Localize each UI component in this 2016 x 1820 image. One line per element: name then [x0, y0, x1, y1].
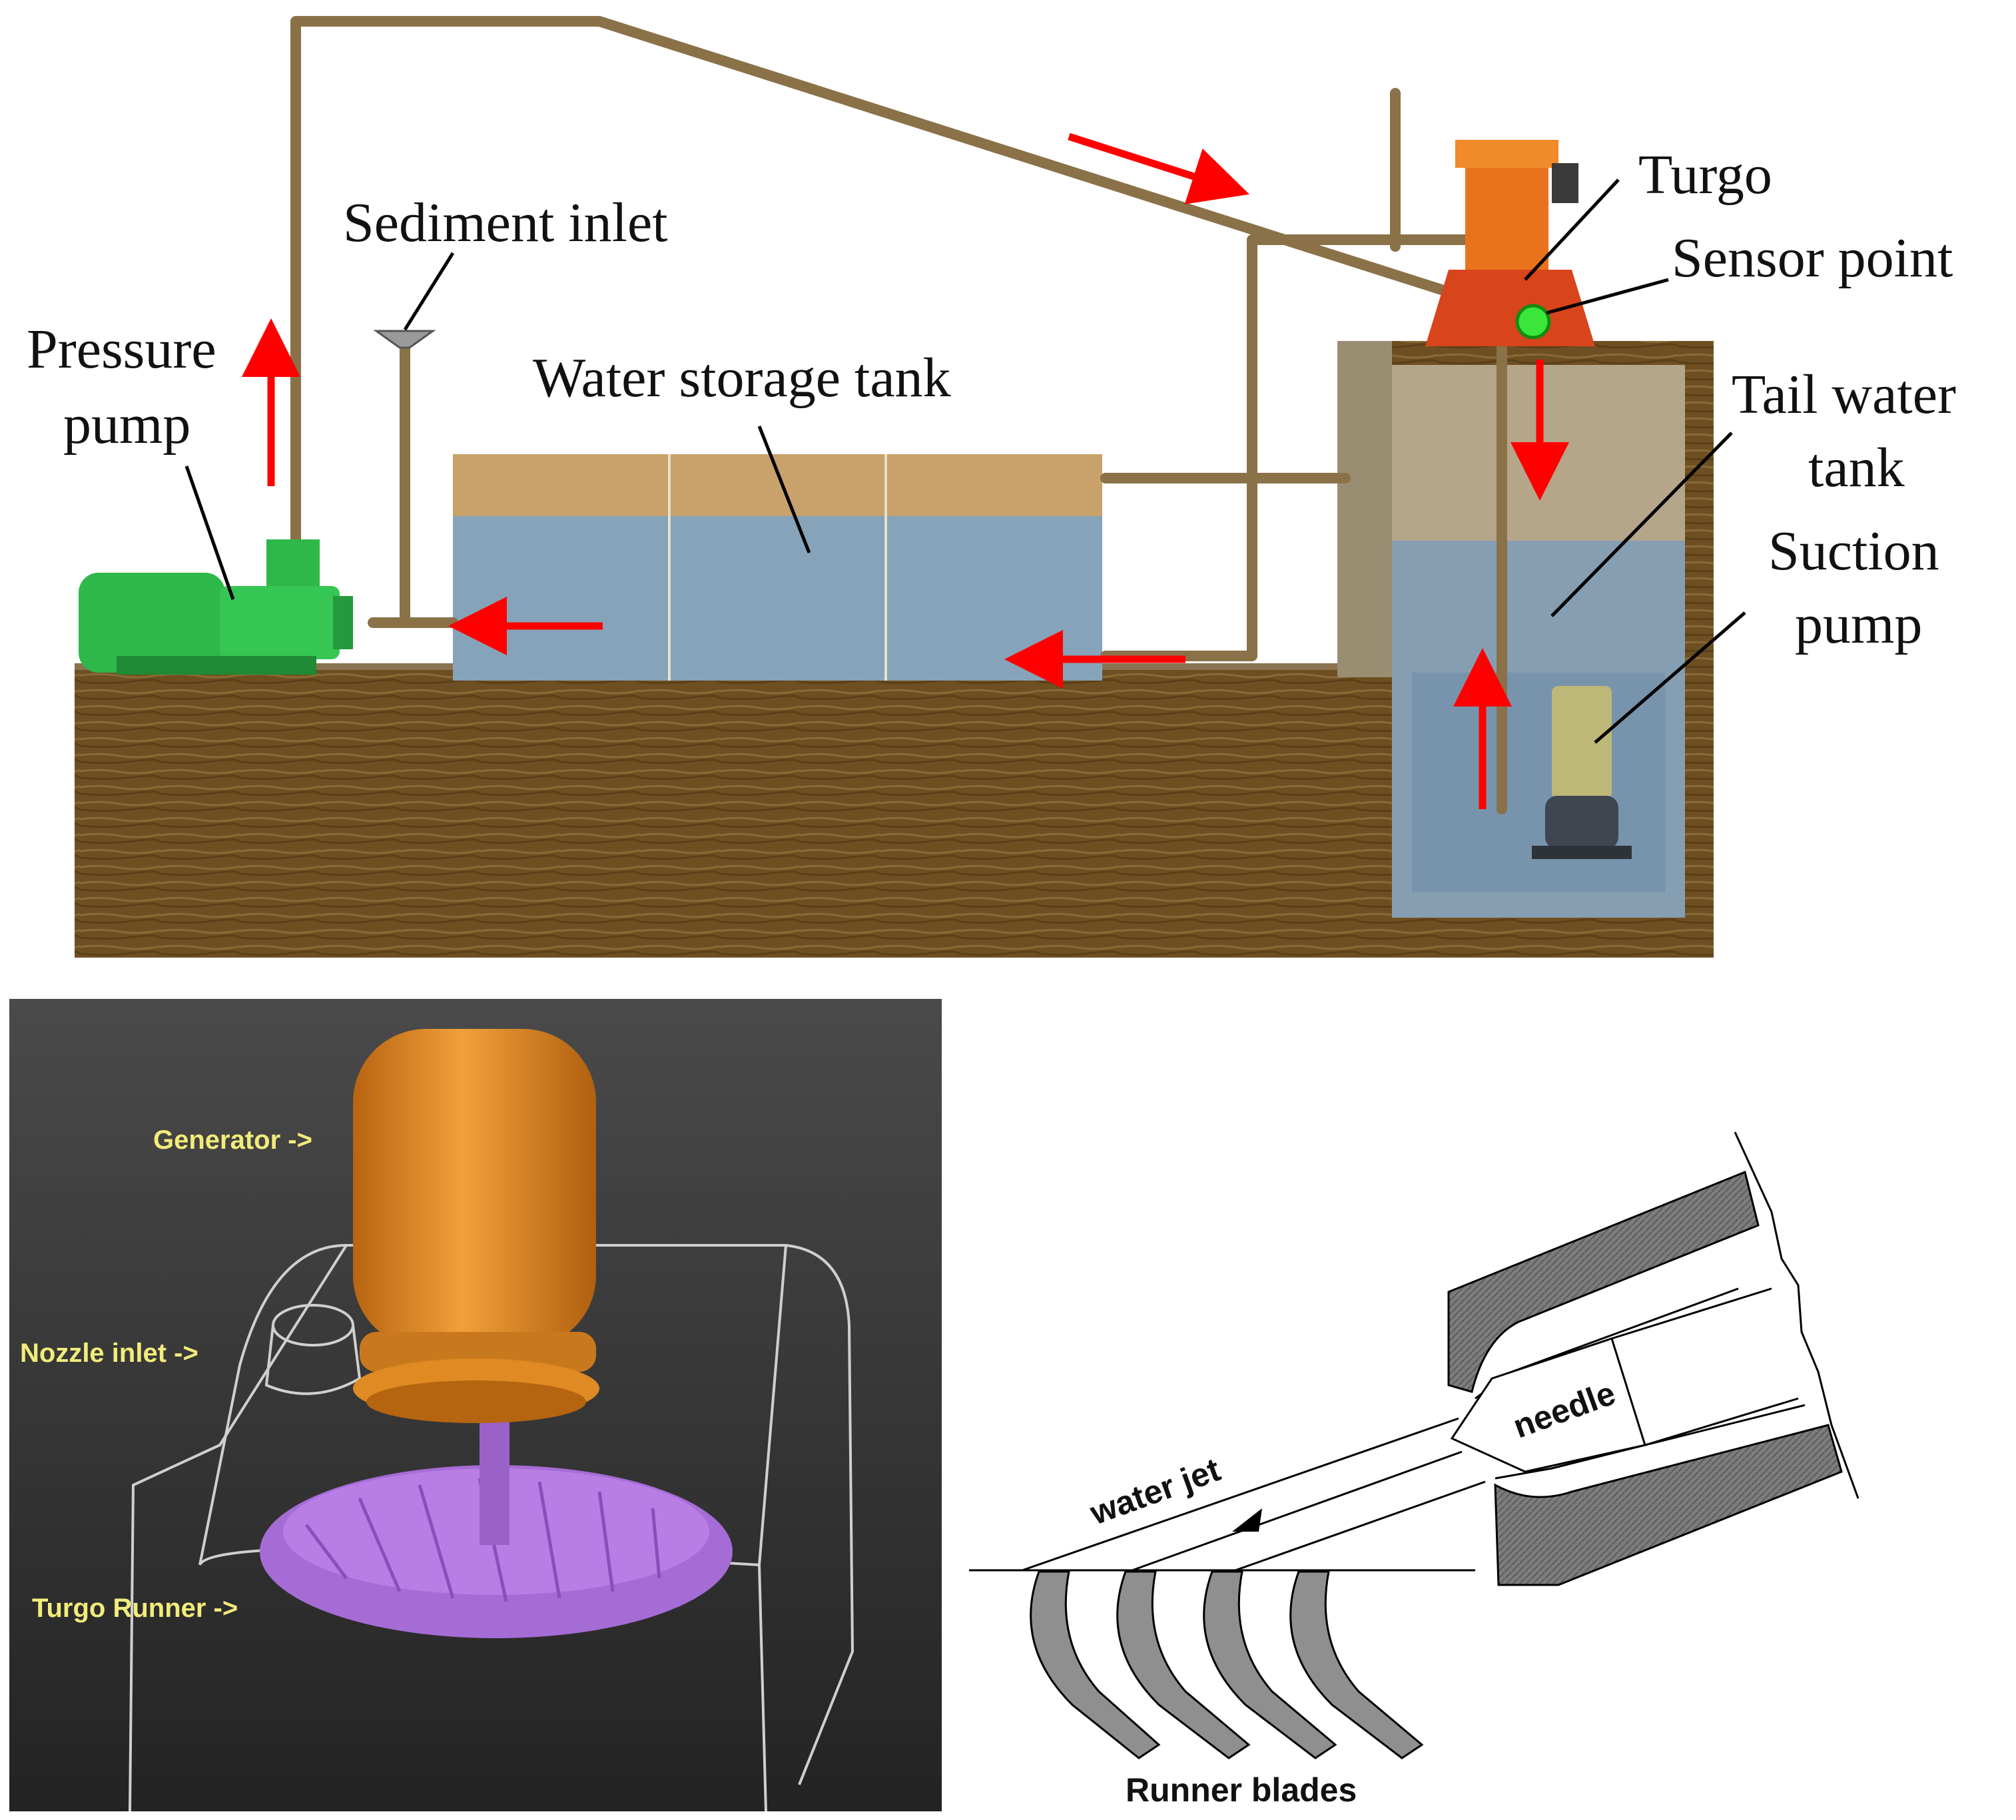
label-sediment-inlet: Sediment inlet [343, 192, 668, 254]
label-turgo-runner: Turgo Runner -> [32, 1594, 238, 1623]
water-jet-upper [1022, 1417, 1459, 1572]
label-turgo: Turgo [1638, 144, 1772, 206]
label-suction-pump-1: Suction [1768, 520, 1939, 582]
water-jet-lower [1235, 1480, 1486, 1572]
label-water-jet: water jet [1085, 1450, 1225, 1532]
label-suction-pump-2: pump [1795, 593, 1922, 655]
label-tail-water-2: tank [1808, 437, 1905, 499]
label-pressure-pump-2: pump [63, 394, 190, 455]
needle-shape [1450, 1337, 1646, 1473]
shaft [480, 1412, 509, 1545]
flow-arrows [242, 133, 1569, 809]
label-nozzle-inlet: Nozzle inlet -> [20, 1339, 198, 1368]
turbine-render: Generator -> Nozzle inlet -> Turgo Runne… [9, 999, 942, 1812]
pipework [290, 16, 1507, 814]
nozzle-wall-upper [1447, 1170, 1760, 1393]
jet-direction-arrow [1232, 1508, 1262, 1532]
water-jet-mid [1132, 1450, 1463, 1572]
flow-arrow-pressure-pipe [1068, 133, 1249, 204]
tail-water-tank [1337, 341, 1714, 958]
pressure-pipe [290, 16, 1457, 551]
sensor-point-marker [1515, 304, 1551, 340]
water-storage-tank [453, 454, 1102, 681]
suction-pump [1532, 686, 1632, 859]
label-generator: Generator -> [153, 1125, 312, 1155]
nozzle-wall-lower [1494, 1424, 1843, 1586]
generator-shape [353, 1029, 599, 1423]
label-runner-blades: Runner blades [1126, 1771, 1357, 1809]
sediment-funnel [373, 330, 436, 349]
pressure-pump [79, 539, 353, 675]
label-tail-water-1: Tail water [1732, 364, 1956, 426]
return-pipe [1100, 234, 1507, 814]
turgo-unit [1425, 140, 1595, 346]
system-diagram: Sediment inlet Pressure pump Water stora… [27, 16, 1956, 958]
leader-lines [184, 178, 1746, 744]
nozzle-schematic: needle water jet Runner blades [969, 1131, 1859, 1809]
label-water-storage-tank: Water storage tank [533, 347, 951, 409]
runner-blades [1030, 1570, 1424, 1759]
label-sensor-point: Sensor point [1672, 227, 1953, 289]
label-pressure-pump-1: Pressure [27, 318, 216, 380]
